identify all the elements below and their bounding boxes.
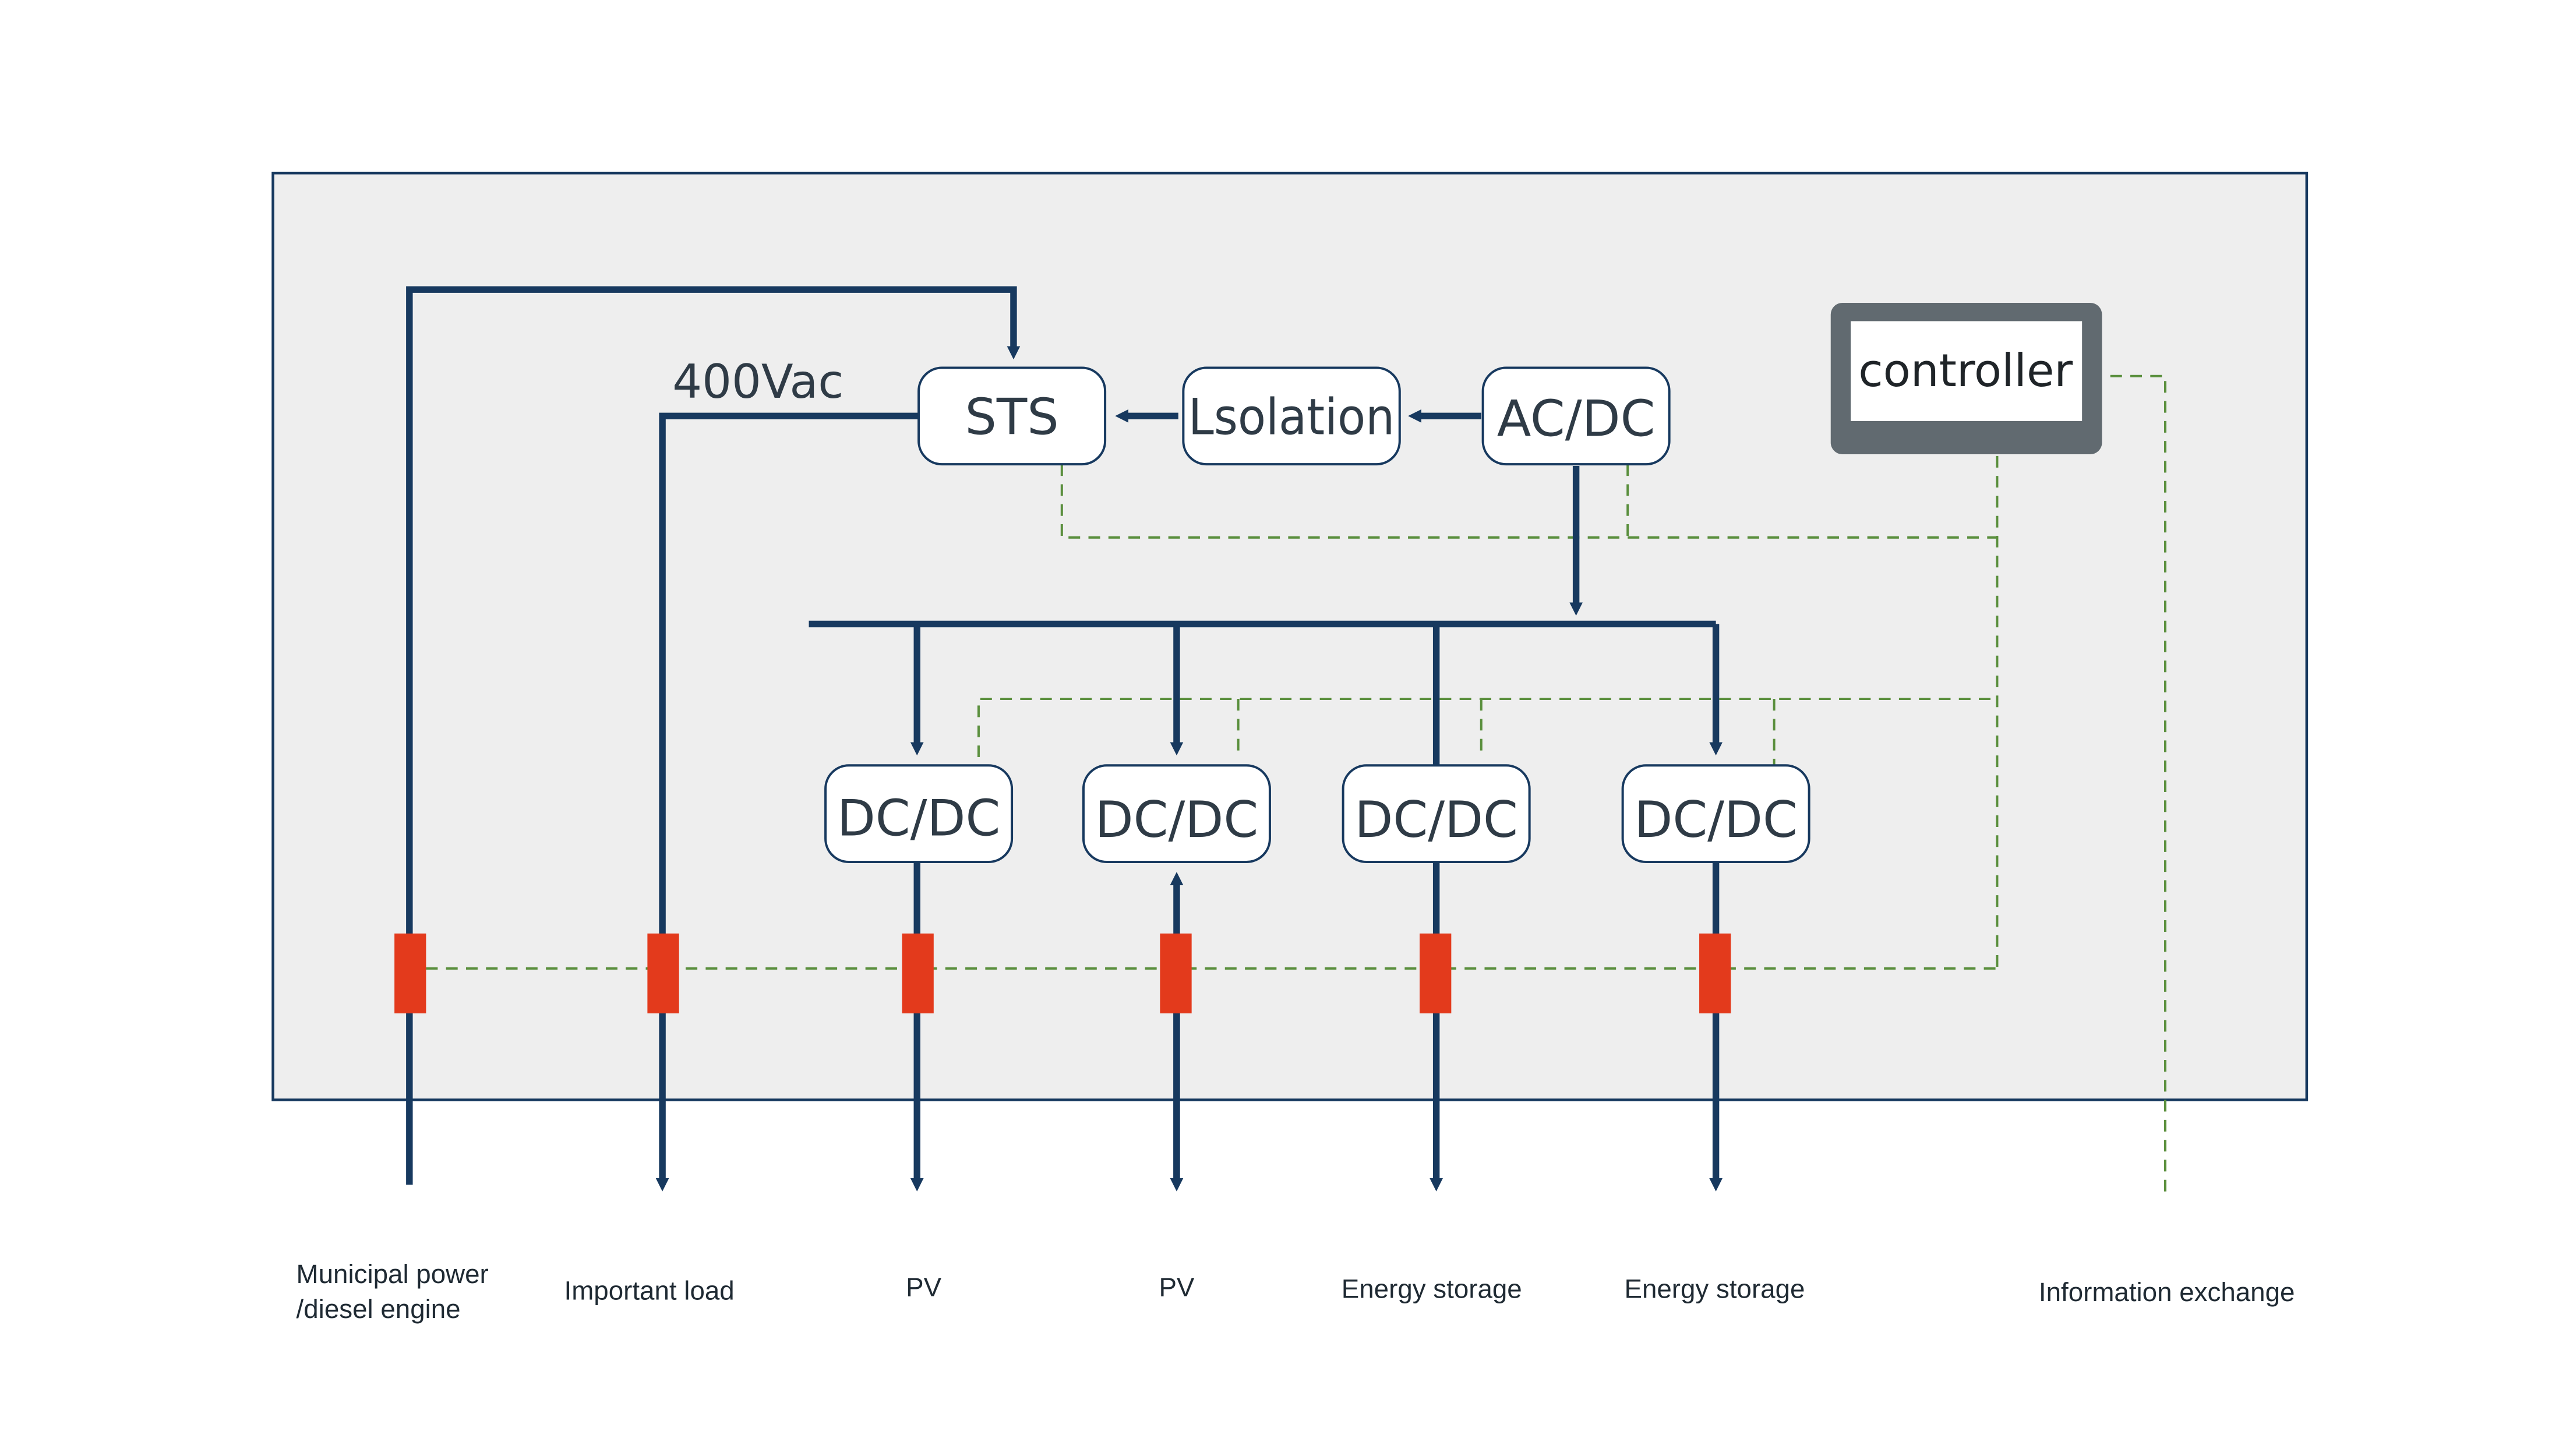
breaker-storage-2 <box>1699 933 1731 1013</box>
sts-label: STS <box>965 388 1059 447</box>
isolation-box <box>1182 366 1401 466</box>
voltage-label: 400Vac <box>672 355 843 409</box>
sts-box <box>917 366 1107 466</box>
line-sts-to-load <box>655 412 919 1192</box>
breaker-storage-1 <box>1420 933 1452 1013</box>
breaker-municipal <box>394 933 426 1013</box>
label-energy-storage-1: Energy storage <box>1342 1274 1522 1304</box>
dcdc-label-3: DC/DC <box>1354 791 1518 849</box>
breakers <box>394 933 1731 1013</box>
dcdc-label-4: DC/DC <box>1634 791 1798 849</box>
dcdc-box-2 <box>1082 764 1271 863</box>
dcdc-box-1 <box>824 764 1014 863</box>
label-pv-2: PV <box>1159 1273 1194 1302</box>
label-information-exchange: Information exchange <box>2039 1277 2295 1307</box>
label-energy-storage-2: Energy storage <box>1624 1274 1805 1304</box>
power-lines <box>406 286 1723 1192</box>
dcdc-label-2: DC/DC <box>1095 791 1259 849</box>
controller-screen <box>1851 321 2083 421</box>
line-municipal-to-sts <box>406 286 1021 1185</box>
label-pv-1: PV <box>906 1273 941 1302</box>
breaker-pv-2 <box>1160 933 1192 1013</box>
acdc-box <box>1481 366 1671 466</box>
equipment-boxes <box>824 366 1810 863</box>
communication-lines <box>426 374 2167 1195</box>
breaker-pv-1 <box>902 933 934 1013</box>
comm-line-information-exchange <box>2110 374 2167 1195</box>
dcdc-box-4 <box>1621 764 1810 863</box>
breaker-important-load <box>647 933 679 1013</box>
isolation-label: Lsolation <box>1188 388 1395 447</box>
dcdc-box-3 <box>1342 764 1531 863</box>
comm-line-to-sts-acdc <box>1060 464 1997 539</box>
dcdc-label-1: DC/DC <box>837 789 1001 847</box>
label-municipal-line1: Municipal power <box>297 1259 489 1289</box>
label-municipal-line2: /diesel engine <box>297 1294 461 1324</box>
controller-label: controller <box>1858 345 2073 397</box>
label-important-load: Important load <box>564 1275 735 1305</box>
acdc-label: AC/DC <box>1497 390 1656 448</box>
